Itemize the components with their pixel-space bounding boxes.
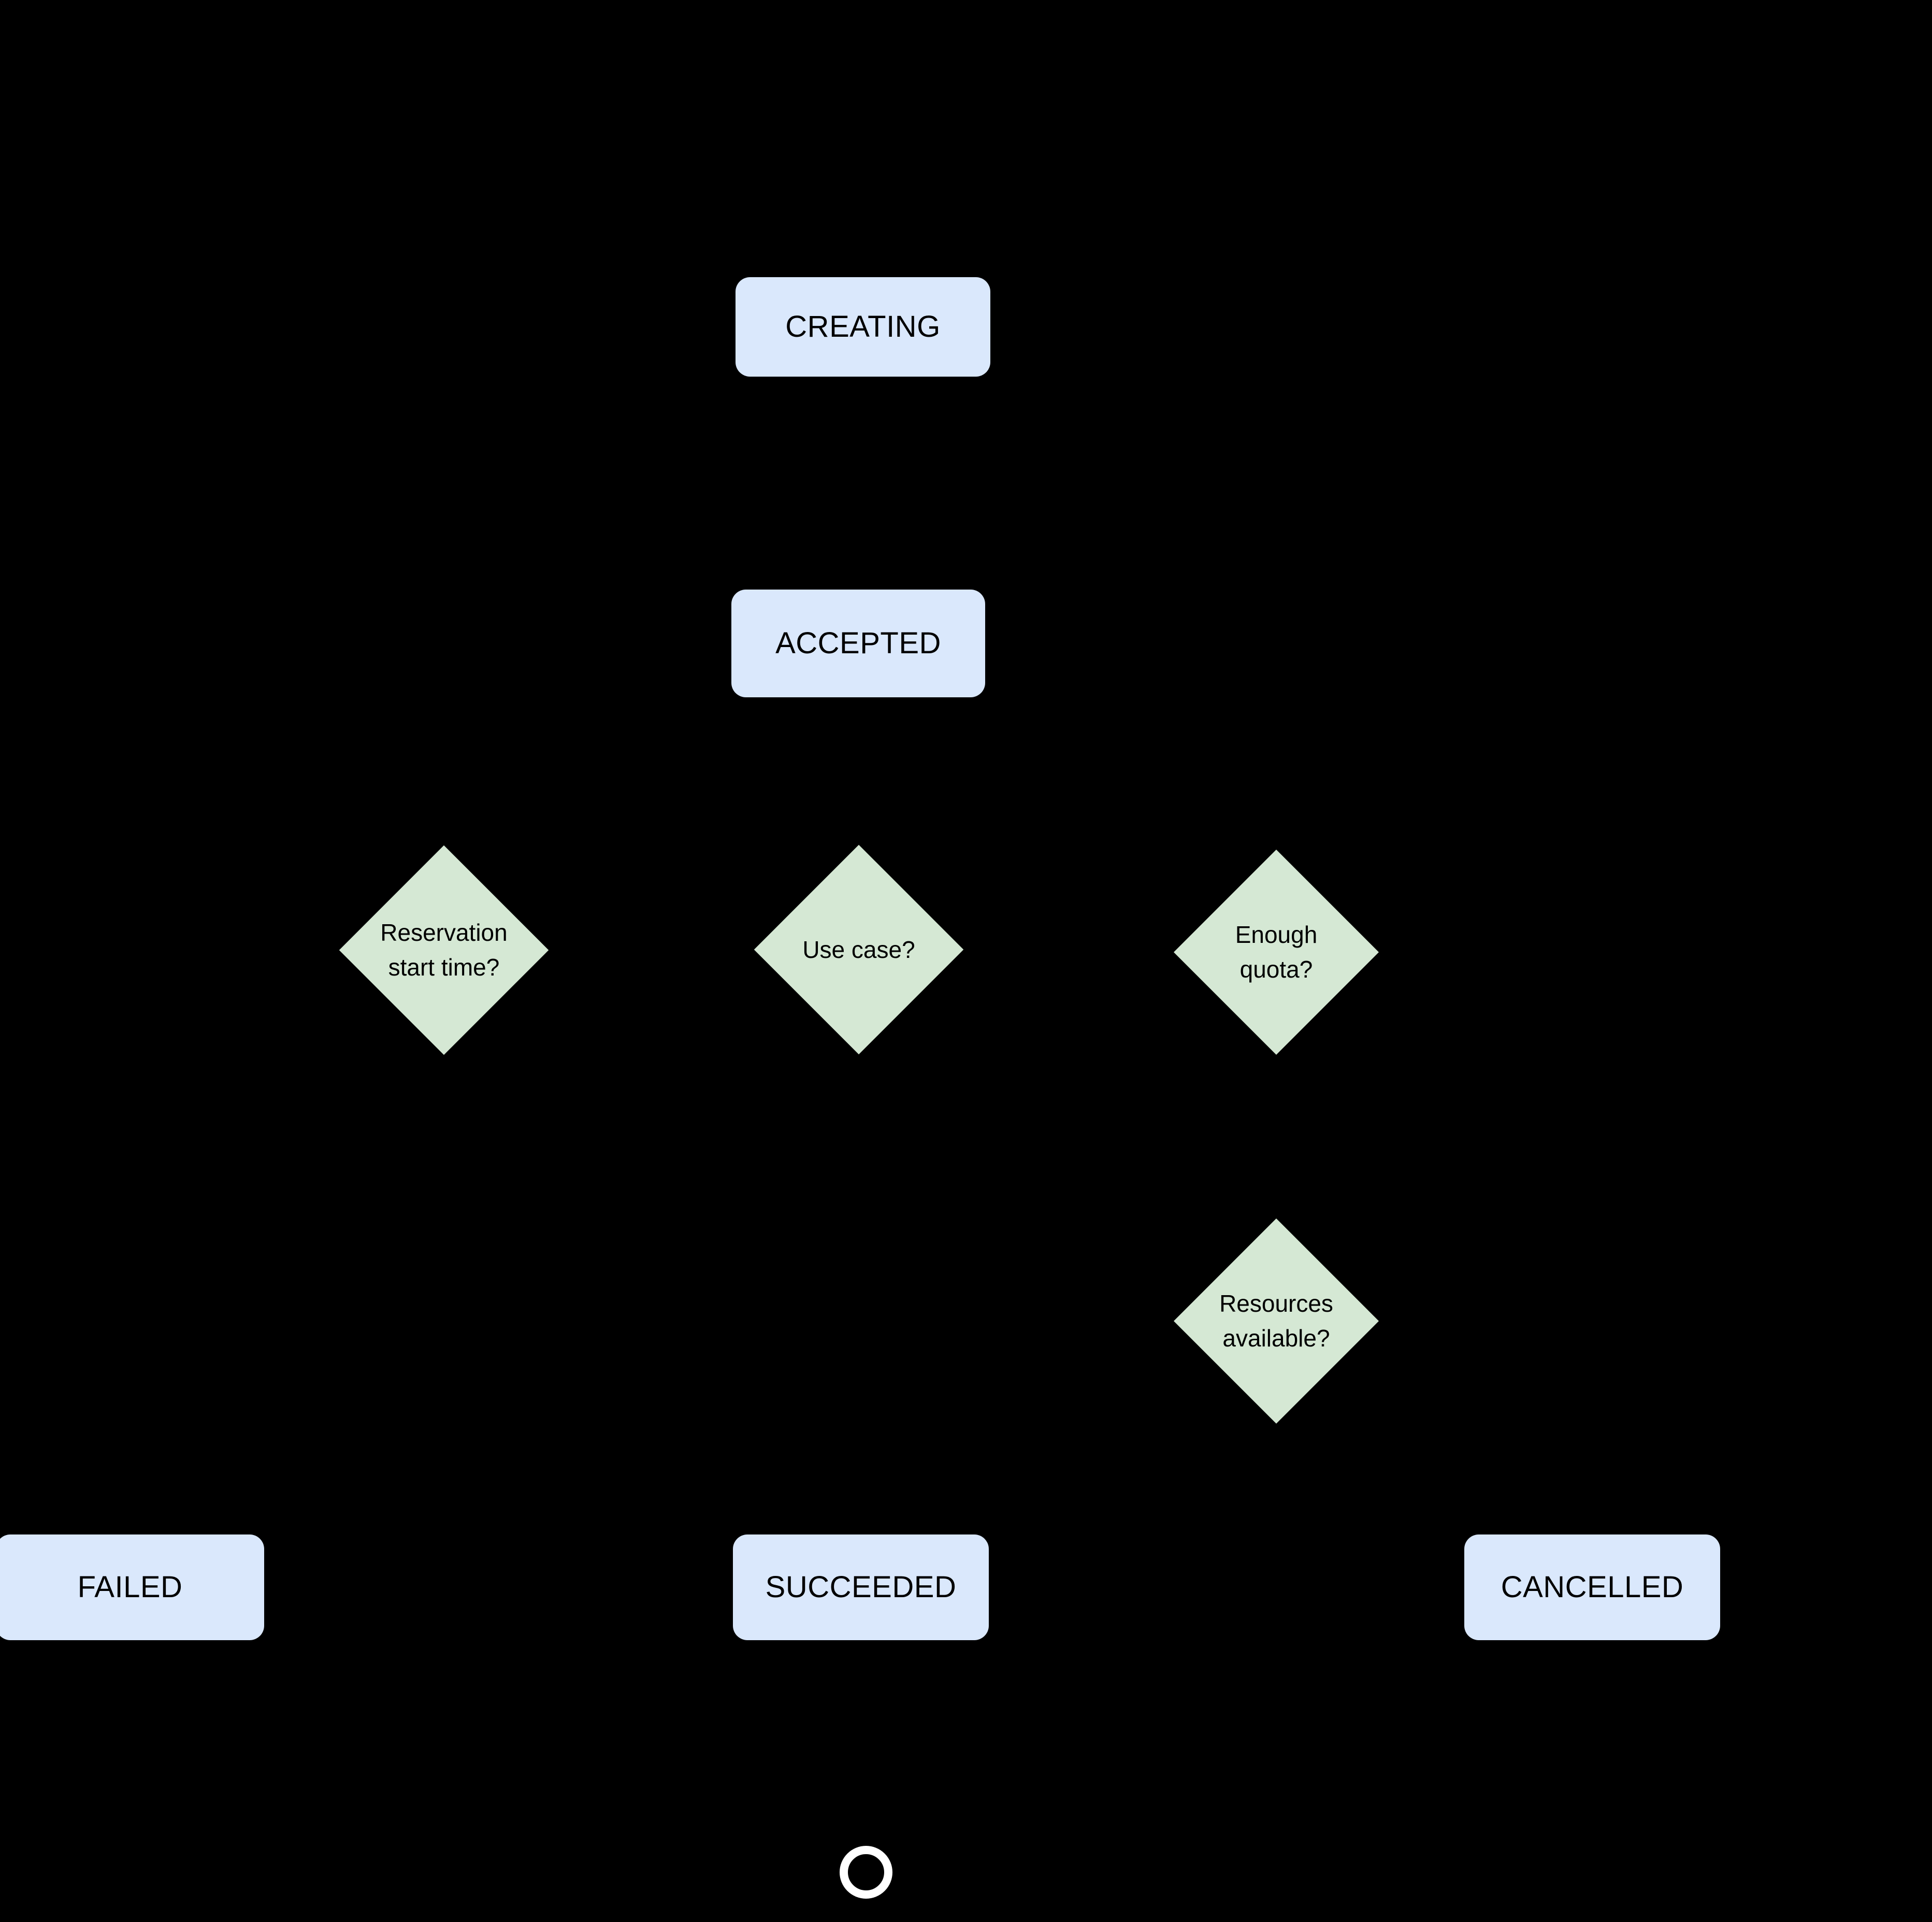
edge-accepted-quota: [856, 697, 1293, 808]
decision-label-enough-quota: Enough quota?: [1235, 921, 1318, 983]
state-label-failed: FAILED: [77, 1570, 183, 1604]
edge-resources-cancelled: [1274, 1469, 1609, 1534]
state-label-succeeded: SUCCEEDED: [765, 1570, 957, 1604]
state-node-accepted[interactable]: ACCEPTED: [731, 590, 985, 697]
state-node-succeeded[interactable]: SUCCEEDED: [733, 1534, 989, 1640]
state-label-cancelled: CANCELLED: [1501, 1570, 1684, 1604]
state-label-accepted: ACCEPTED: [775, 626, 941, 660]
decision-label-use-case: Use case?: [802, 936, 915, 963]
end-terminator-ring-icon: [840, 1846, 892, 1899]
decision-label-reservation-start-time: Reservation start time?: [380, 919, 508, 981]
decision-node-use-case[interactable]: Use case?: [754, 844, 964, 1055]
edge-reservation-failed: [113, 1100, 446, 1534]
decision-node-resources-available[interactable]: Resources available?: [1174, 1218, 1379, 1424]
state-node-failed[interactable]: FAILED: [0, 1534, 264, 1640]
decision-node-reservation-start-time[interactable]: Reservation start time?: [339, 845, 549, 1055]
decision-label-resources-available: Resources available?: [1219, 1290, 1333, 1352]
state-label-creating: CREATING: [785, 309, 941, 343]
state-node-creating[interactable]: CREATING: [736, 277, 990, 377]
decision-node-enough-quota[interactable]: Enough quota?: [1174, 850, 1379, 1055]
state-node-cancelled[interactable]: CANCELLED: [1464, 1534, 1720, 1640]
edge-accepted-reservation: [427, 697, 860, 803]
